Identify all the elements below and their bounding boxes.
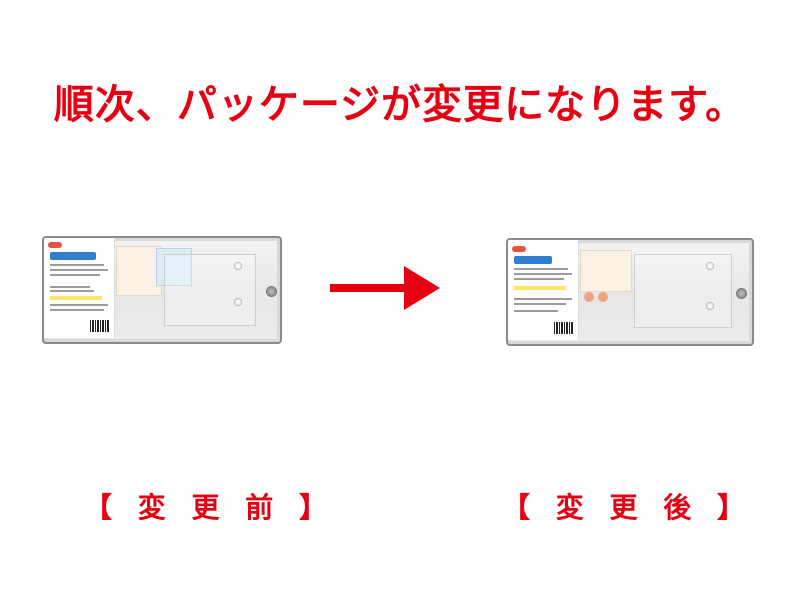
caption-after: 【 変 更 後 】 (502, 491, 753, 524)
package-badge (584, 292, 594, 302)
package-text-line (50, 274, 100, 276)
package-text-line (50, 304, 108, 306)
package-text-line (514, 278, 564, 280)
mount-dot (234, 262, 242, 270)
package-stripe (514, 286, 566, 290)
mount-dot (706, 302, 714, 310)
package-text-line (50, 309, 104, 311)
package-label (50, 252, 96, 260)
package-text-line (514, 303, 566, 305)
product-image-after (506, 238, 754, 346)
package-text-line (514, 268, 568, 270)
package-text-line (50, 264, 104, 266)
package-sticker (116, 246, 162, 296)
package-stripe (50, 296, 102, 300)
hanging-hole (736, 288, 747, 299)
product-image-before (42, 236, 282, 344)
hanging-hole (266, 286, 277, 297)
package-text-line (514, 273, 572, 275)
arrow-icon (330, 264, 440, 312)
mount-dot (234, 298, 242, 306)
brand-logo (48, 242, 62, 248)
clear-case-frame (164, 254, 256, 326)
package-label (514, 256, 552, 264)
mount-dot (706, 262, 714, 270)
package-text-line (514, 298, 572, 300)
caption-before: 【 変 更 前 】 (84, 491, 335, 524)
package-text-line (514, 310, 558, 312)
package-text-line (50, 290, 94, 292)
package-text-line (50, 269, 108, 271)
barcode (554, 322, 574, 334)
package-badge (598, 292, 608, 302)
brand-logo (512, 246, 526, 252)
clear-case-frame (634, 254, 732, 328)
package-text-line (50, 286, 90, 288)
package-sticker (580, 250, 632, 292)
barcode (90, 320, 110, 332)
headline: 順次、パッケージが変更になります。 (53, 82, 747, 128)
